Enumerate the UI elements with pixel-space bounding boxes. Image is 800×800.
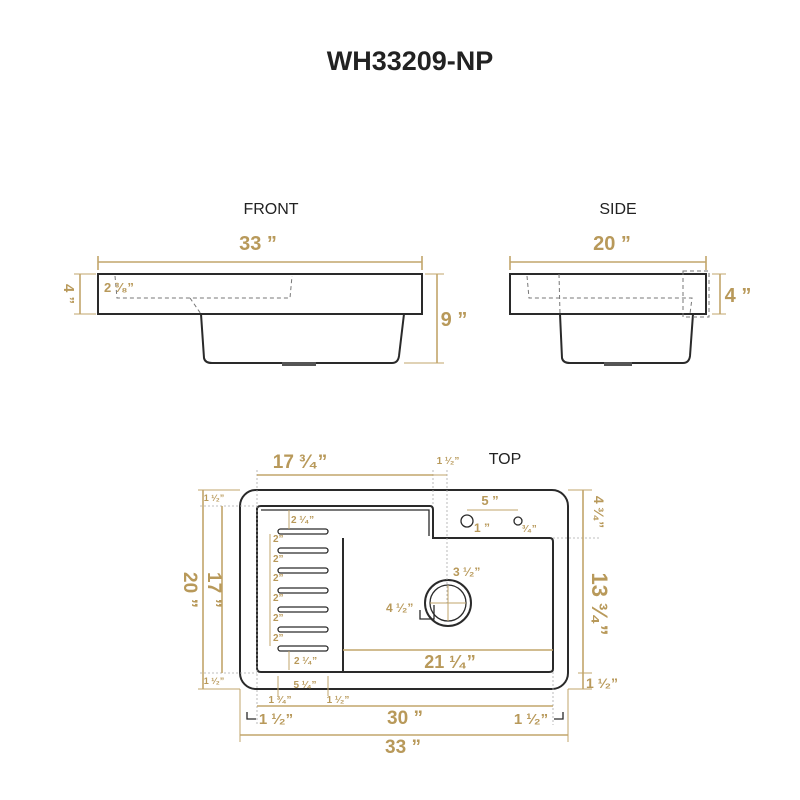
front-drain [282, 362, 316, 366]
drainboard-inner-edge [261, 509, 430, 536]
top-view: TOP 17 ³⁄₄” 1 ¹⁄₂” [179, 451, 618, 758]
slot [277, 606, 329, 613]
slot [277, 645, 329, 652]
side-drain [604, 362, 632, 366]
step-offset-label: 1 ¹⁄₂” [437, 456, 460, 467]
top-outline [239, 489, 569, 690]
leader-line [246, 712, 256, 720]
faucet-hole-small [513, 516, 523, 526]
front-label: FRONT [243, 201, 298, 218]
basin-depth-label: 13 ³⁄₄” [587, 572, 612, 635]
side-view: SIDE 20 ” 4 ” [509, 201, 752, 366]
front-drainboard-hidden [114, 275, 293, 299]
slot [277, 567, 329, 574]
slot-spacing-label: 2” [273, 613, 284, 624]
top-bowl-outline [256, 505, 554, 673]
drain-outer-label: 4 ¹⁄₂” [386, 601, 413, 615]
leader-line [419, 605, 435, 620]
drainboard-slots [277, 528, 329, 652]
slot-left-label: 1 ³⁄₄” [268, 695, 291, 706]
inner-depth-label: 17 ” [203, 572, 224, 608]
model-title: WH33209-NP [327, 46, 494, 76]
slot [277, 528, 329, 535]
basin-width-label: 21 ¹⁄₄” [424, 652, 476, 672]
slot-spacing-label: 2” [273, 633, 284, 644]
side-rim-label: 4 ” [725, 285, 752, 307]
side-rim-detail [682, 270, 710, 318]
drain-outer [424, 579, 472, 627]
front-rim-label: 4 ” [60, 284, 77, 304]
drainboard-width-label: 17 ³⁄₄” [273, 452, 327, 473]
inner-width-label: 30 ” [387, 708, 423, 729]
front-depth-label: 9 ” [441, 309, 468, 331]
right-margin-label: 1 ¹⁄₂” [514, 711, 548, 728]
hidden-line [189, 297, 202, 315]
top-label: TOP [489, 451, 522, 468]
slot-top-gap-label: 2 ¹⁄₄” [291, 515, 314, 526]
slot-spacing-label: 2” [273, 593, 284, 604]
side-label: SIDE [599, 201, 636, 218]
slot-spacing-label: 2” [273, 573, 284, 584]
slot-bottom-gap-label: 2 ¹⁄₄” [294, 656, 317, 667]
left-margin-label: 1 ¹⁄₂” [259, 711, 293, 728]
slot-spacing-label: 2” [273, 534, 284, 545]
faucet-hole-2-label: ³⁄₄” [522, 524, 537, 535]
slot-length-label: 5 ¹⁄₄” [293, 680, 316, 691]
faucet-spacing-label: 5 ” [481, 493, 498, 508]
side-rim [509, 273, 707, 315]
front-drainboard-label: 2 ³⁄₈” [104, 280, 134, 295]
overall-width-label: 33 ” [385, 737, 421, 758]
hidden-line [558, 273, 561, 315]
left-bottom-margin-label: 1 ¹⁄₂” [204, 676, 225, 686]
slot [277, 626, 329, 633]
faucet-hole [460, 514, 474, 528]
side-width-label: 20 ” [593, 233, 631, 255]
slot-spacing-label: 2” [273, 554, 284, 565]
slot [277, 587, 329, 594]
right-bottom-margin-label: 1 ¹⁄₂” [586, 675, 618, 691]
front-rim [97, 273, 423, 315]
right-top-label: 4 ³⁄₄” [591, 496, 607, 528]
drain-inner-label: 3 ¹⁄₂” [453, 565, 480, 579]
side-hidden-line [526, 275, 693, 315]
slot [277, 547, 329, 554]
faucet-hole-1-label: 1 ” [474, 521, 490, 535]
side-basin [559, 313, 694, 364]
front-view: FRONT 33 ” 9 ” 4 ” 2 ³⁄₈” [60, 201, 467, 366]
front-width-label: 33 ” [239, 233, 277, 255]
left-top-margin-label: 1 ¹⁄₂” [204, 493, 225, 503]
leader-line [554, 712, 564, 720]
overall-depth-label: 20 ” [179, 572, 200, 608]
front-basin [200, 313, 405, 364]
slot-right-label: 1 ¹⁄₂” [327, 695, 350, 706]
